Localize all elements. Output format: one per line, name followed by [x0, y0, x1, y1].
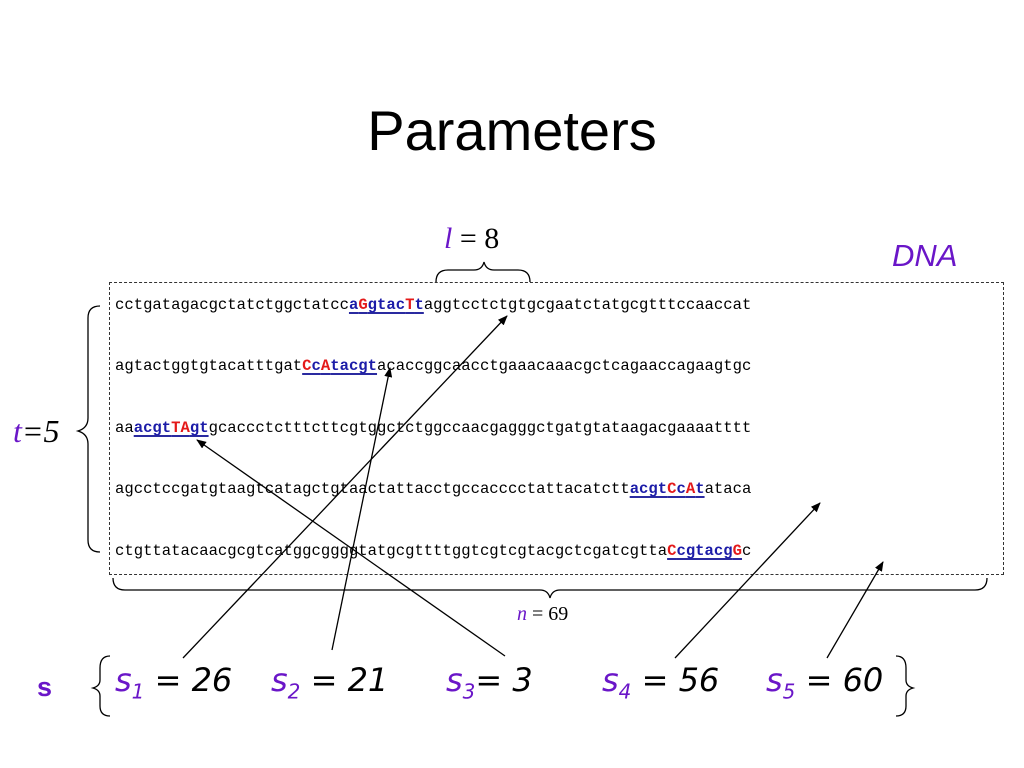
motif-base: acgt [133, 419, 172, 437]
dna-sequence-row: agcctccgatgtaagtcatagctgtaactattacctgcca… [115, 480, 751, 498]
sequence-prefix: aa [115, 419, 134, 437]
dna-sequence-row: cctgatagacgctatctggctatccaGgtacTtaggtcct… [115, 296, 751, 314]
start-index: 2 [287, 679, 301, 704]
dna-sequence-box [109, 282, 1004, 575]
motif-base: gtac [367, 296, 406, 314]
motif-length-brace [435, 261, 531, 283]
arrow-s1 [182, 315, 508, 659]
start-var: s [602, 661, 619, 699]
sequence-length-var: n [517, 603, 527, 625]
mutated-base: A [320, 357, 331, 375]
mutated-base: TA [171, 419, 190, 437]
motif-base: c [676, 480, 686, 498]
motif-base: tacgt [330, 357, 378, 375]
sequence-count-brace [75, 305, 101, 553]
start-set-close-brace [895, 655, 916, 717]
start-var: s [446, 661, 463, 699]
motif-length-label: l = 8 [444, 222, 499, 256]
mutated-base: C [667, 542, 677, 560]
motif-base: t [414, 296, 424, 314]
start-position-4: s4 = 56 [602, 661, 719, 703]
motif-occurrence: CcAtacgt [302, 357, 377, 375]
motif-base: c [311, 357, 321, 375]
start-positions-label: s [37, 672, 53, 702]
sequence-prefix: ctgttatacaacgcgtcatggcggggtatgcgttttggtc… [115, 542, 668, 560]
sequence-length-brace [112, 577, 988, 599]
start-var: s [271, 661, 288, 699]
sequence-suffix: aggtcctctgtgcgaatctatgcgtttccaaccat [423, 296, 752, 314]
start-index: 3 [462, 679, 476, 704]
sequence-prefix: cctgatagacgctatctggctatcc [115, 296, 349, 314]
mutated-base: G [358, 296, 368, 314]
dna-sequence-row: agtactggtgtacatttgatCcAtacgtacaccggcaacc… [115, 357, 751, 375]
mutated-base: C [667, 480, 677, 498]
sequence-count-var: t [13, 413, 22, 449]
start-position-2: s2 = 21 [271, 661, 388, 703]
sequence-suffix: gcaccctctttcttcgtggctctggccaacgagggctgat… [208, 419, 752, 437]
motif-base: acgt [629, 480, 668, 498]
motif-base: gt [189, 419, 209, 437]
arrow-s2 [331, 367, 393, 651]
motif-occurrence: acgtCcAt [630, 480, 705, 498]
motif-occurrence: acgtTAgt [134, 419, 209, 437]
start-set-open-brace [90, 655, 111, 717]
start-value: = 3 [475, 661, 533, 699]
motif-length-var: l [444, 222, 453, 255]
motif-occurrence: CcgtacgG [667, 542, 742, 560]
sequence-suffix: ataca [704, 480, 752, 498]
start-index: 5 [782, 679, 796, 704]
start-position-1: s1 = 26 [115, 661, 232, 703]
sequence-length-value: = 69 [527, 603, 569, 625]
sequence-prefix: agtactggtgtacatttgat [115, 357, 303, 375]
page-title: Parameters [367, 99, 657, 162]
start-position-3: s3= 3 [446, 661, 533, 703]
motif-base: t [695, 480, 705, 498]
arrow-s4 [674, 502, 821, 659]
start-var: s [766, 661, 783, 699]
motif-base: cgtacg [676, 542, 733, 560]
sequence-count-label: t=5 [13, 413, 59, 450]
start-var: s [115, 661, 132, 699]
motif-base: a [348, 296, 359, 314]
mutated-base: A [685, 480, 696, 498]
dna-sequence-row: ctgttatacaacgcgtcatggcggggtatgcgttttggtc… [115, 542, 751, 560]
motif-length-value: = 8 [452, 222, 500, 255]
motif-occurrence: aGgtacTt [349, 296, 424, 314]
start-position-5: s5 = 60 [766, 661, 883, 703]
start-index: 1 [131, 679, 145, 704]
mutated-base: T [405, 296, 415, 314]
start-index: 4 [618, 679, 632, 704]
dna-sequence-row: aaacgtTAgtgcaccctctttcttcgtggctctggccaac… [115, 419, 751, 437]
sequence-count-value: =5 [21, 413, 60, 449]
mutated-base: G [732, 542, 742, 560]
dna-label: DNA [892, 238, 958, 273]
sequence-suffix: acaccggcaacctgaaacaaacgctcagaaccagaagtgc [377, 357, 752, 375]
arrow-s5 [826, 561, 884, 659]
start-value: = 60 [795, 661, 884, 699]
arrow-s3 [196, 439, 506, 657]
start-value: = 21 [300, 661, 389, 699]
start-value: = 26 [144, 661, 233, 699]
sequence-suffix: c [741, 542, 752, 560]
mutated-base: C [302, 357, 312, 375]
sequence-prefix: agcctccgatgtaagtcatagctgtaactattacctgcca… [115, 480, 630, 498]
start-value: = 56 [631, 661, 720, 699]
sequence-length-label: n = 69 [517, 603, 568, 626]
